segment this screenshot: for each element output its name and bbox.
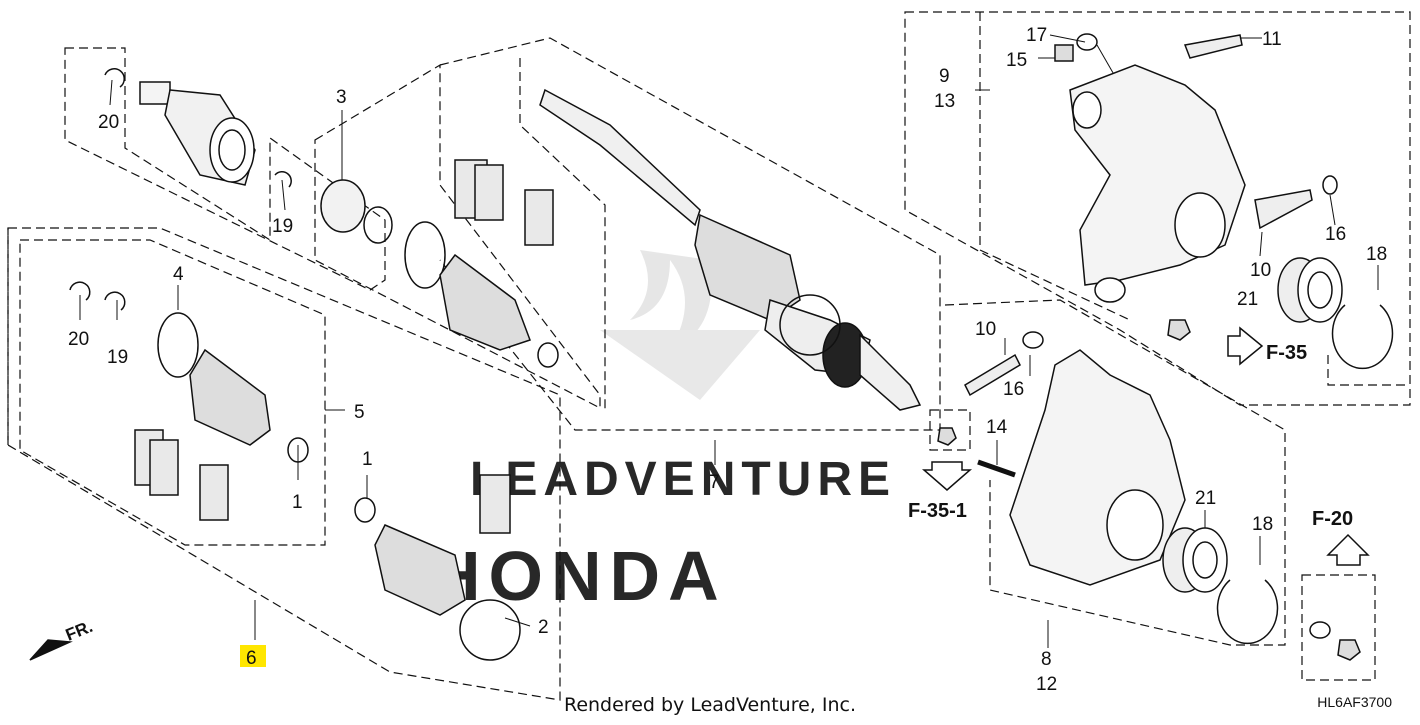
callout-15: 15 [1006, 50, 1027, 71]
circlip [363, 206, 393, 244]
callout-21-upper: 21 [1237, 289, 1258, 310]
snap-ring-19-top [274, 171, 292, 188]
arrow-f351 [921, 461, 973, 491]
band-1 [354, 497, 376, 523]
callout-2: 2 [538, 617, 549, 638]
callout-20-top: 20 [98, 112, 119, 133]
watermark: LEADVENTURE HONDA [430, 250, 896, 615]
callout-13: 13 [934, 91, 955, 112]
snap-ring-20-top [104, 68, 125, 88]
front-label: FR. [63, 617, 96, 645]
callout-16-upper: 16 [1325, 224, 1346, 245]
boot-band-large [157, 312, 199, 378]
knuckle-upper [1069, 64, 1246, 303]
callout-19-top: 19 [272, 216, 293, 237]
bolt-10-lower [964, 353, 1021, 397]
callout-4: 4 [173, 264, 184, 285]
callout-17: 17 [1026, 25, 1047, 46]
diagram-code: HL6AF3700 [1317, 694, 1392, 710]
callout-1-inner: 1 [292, 492, 303, 513]
part-drawings [29, 33, 1394, 661]
ref-f351: F-35-1 [908, 500, 967, 522]
callout-11: 11 [1262, 29, 1282, 50]
ref-f20: F-20 [1312, 508, 1353, 530]
wheel-bearing-lower [1162, 527, 1228, 593]
callout-3: 3 [336, 87, 347, 108]
snap-ring-20 [69, 281, 91, 301]
washer-16-lower [1022, 331, 1044, 349]
nut-f351 [937, 427, 957, 446]
callout-20: 20 [68, 329, 89, 350]
boot [189, 348, 271, 446]
snap-ring-18-lower [1216, 579, 1279, 645]
washer-17 [1076, 33, 1098, 51]
boot-upper [439, 253, 531, 351]
knuckle-lower [1009, 349, 1186, 586]
callout-9: 9 [939, 66, 950, 87]
footer-credit: Rendered by LeadVenture, Inc. [563, 694, 857, 716]
arrow-f35 [1227, 326, 1264, 366]
boot-band-small [287, 437, 309, 463]
band-2 [459, 599, 521, 661]
svg-text:LEADVENTURE: LEADVENTURE [470, 453, 896, 506]
washer-16-upper [1322, 175, 1338, 195]
arrow-f20 [1326, 533, 1370, 566]
nut-15 [1054, 44, 1074, 62]
nut-f20 [1337, 639, 1361, 661]
snap-ring-18-upper [1331, 304, 1394, 370]
inner-cv-joint [139, 81, 256, 186]
callout-18-lower: 18 [1252, 514, 1273, 535]
callout-6: 6 [246, 648, 257, 669]
snap-ring-19 [104, 291, 126, 311]
svg-text:HONDA: HONDA [430, 537, 727, 615]
callout-16-lower: 16 [1003, 379, 1024, 400]
callout-19: 19 [107, 347, 128, 368]
front-arrow [29, 639, 73, 661]
callout-18-upper: 18 [1366, 244, 1387, 265]
reference-labels: F-35 F-35-1 F-20 FR. [63, 342, 1353, 645]
drive-shaft [539, 88, 922, 411]
highlight-marker [240, 645, 266, 667]
ref-f35: F-35 [1266, 342, 1307, 364]
callout-10-upper: 10 [1250, 260, 1271, 281]
grease-packs [134, 159, 554, 534]
callout-10-lower: 10 [975, 319, 996, 340]
bolt-10-upper [1254, 189, 1313, 230]
nut-f35 [1167, 319, 1191, 341]
callout-21-lower: 21 [1195, 488, 1216, 509]
boot-outer [374, 524, 466, 616]
callout-8: 8 [1041, 649, 1052, 670]
bolt-11 [1183, 34, 1243, 59]
tripod-bearing [320, 179, 366, 233]
boot-band-upper-small [537, 342, 559, 368]
callout-1-outer: 1 [362, 449, 373, 470]
washer-f20 [1309, 621, 1331, 639]
callout-12: 12 [1036, 674, 1057, 695]
stud-14 [977, 459, 1016, 478]
callout-numbers: 20 19 3 4 20 19 5 1 1 2 6 7 8 12 9 13 10… [68, 25, 1387, 695]
callout-5: 5 [354, 402, 365, 423]
group-outlines [7, 11, 1411, 701]
callout-14: 14 [986, 417, 1008, 438]
boot-band-upper [404, 221, 446, 289]
wheel-bearing-upper [1277, 257, 1343, 323]
callout-7: 7 [709, 472, 720, 493]
